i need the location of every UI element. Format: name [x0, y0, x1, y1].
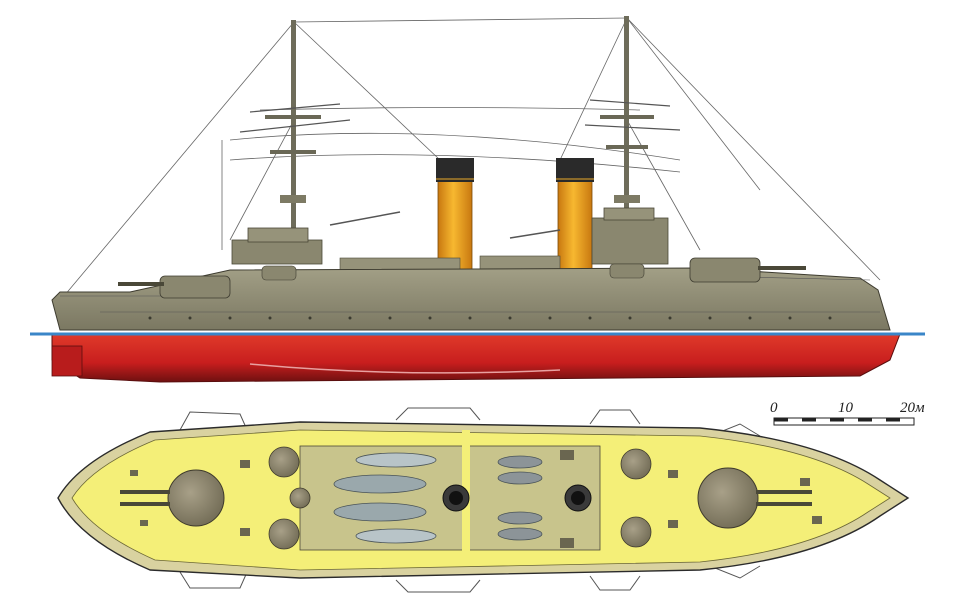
secondary-turret-side [261, 263, 645, 281]
main-mast [584, 16, 681, 256]
fore-mast [239, 20, 351, 260]
fore-funnel [436, 158, 474, 273]
fore-main-turret-top [697, 467, 812, 529]
deck-fittings [130, 450, 822, 548]
secondary-turrets-top [268, 446, 652, 550]
funnels-top [442, 484, 592, 512]
rudder [51, 345, 83, 377]
aft-funnel [556, 158, 594, 273]
aft-main-turret [118, 275, 231, 299]
scale-tick-label-0: 0 [770, 400, 778, 416]
top-plan-view [57, 407, 910, 593]
side-profile-view [30, 16, 925, 383]
rigging-lines [63, 17, 881, 297]
superstructure [231, 207, 669, 273]
scale-tick-label-20: 20м [900, 400, 925, 416]
ship-boats [333, 452, 543, 544]
aft-main-turret-top [120, 469, 225, 527]
scale-bar: 0 10 20м [770, 400, 925, 426]
fore-main-turret [689, 257, 806, 283]
portholes [148, 316, 832, 320]
bilge-keel [249, 363, 561, 374]
scale-tick-label-10: 10 [838, 400, 854, 416]
hull-lower-red [51, 333, 901, 383]
hull-upper-works [51, 267, 891, 331]
davits [179, 407, 761, 593]
